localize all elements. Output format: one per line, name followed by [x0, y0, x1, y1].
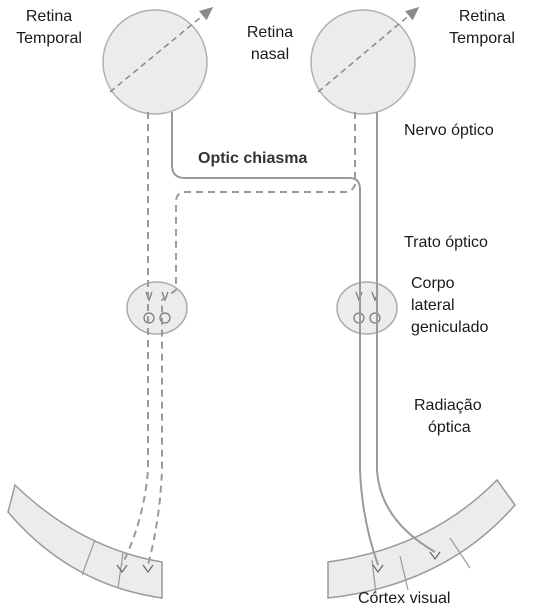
label-line: Retina — [4, 6, 94, 28]
label-optic-chiasma: Optic chiasma — [198, 148, 307, 170]
label-radiacao-optica: Radiação óptica — [414, 395, 482, 439]
right-lgn — [337, 282, 397, 334]
left-temporal-fiber — [122, 112, 148, 565]
label-line: Retina — [436, 6, 528, 28]
label-cortex-visual: Córtex visual — [358, 588, 450, 610]
label-line: Radiação — [414, 395, 482, 417]
left-lgn — [127, 282, 187, 334]
label-line: Corpo — [411, 273, 488, 295]
label-line: geniculado — [411, 317, 488, 339]
right-nasal-fiber-crossing — [148, 112, 355, 565]
label-line: Temporal — [4, 28, 94, 50]
label-line: Retina — [234, 22, 306, 44]
left-cortex — [8, 485, 162, 598]
label-trato-optico: Trato óptico — [404, 232, 488, 254]
right-cortex — [328, 480, 515, 598]
label-corpo-geniculado: Corpo lateral geniculado — [411, 273, 488, 339]
label-retina-temporal-left: Retina Temporal — [4, 6, 94, 50]
left-nasal-fiber-crossing — [172, 112, 378, 565]
label-line: óptica — [414, 417, 482, 439]
label-line: Temporal — [436, 28, 528, 50]
label-retina-nasal: Retina nasal — [234, 22, 306, 66]
label-retina-temporal-right: Retina Temporal — [436, 6, 528, 50]
label-line: nasal — [234, 44, 306, 66]
label-line: lateral — [411, 295, 488, 317]
right-eye — [311, 10, 415, 114]
label-nervo-optico: Nervo óptico — [404, 120, 494, 142]
